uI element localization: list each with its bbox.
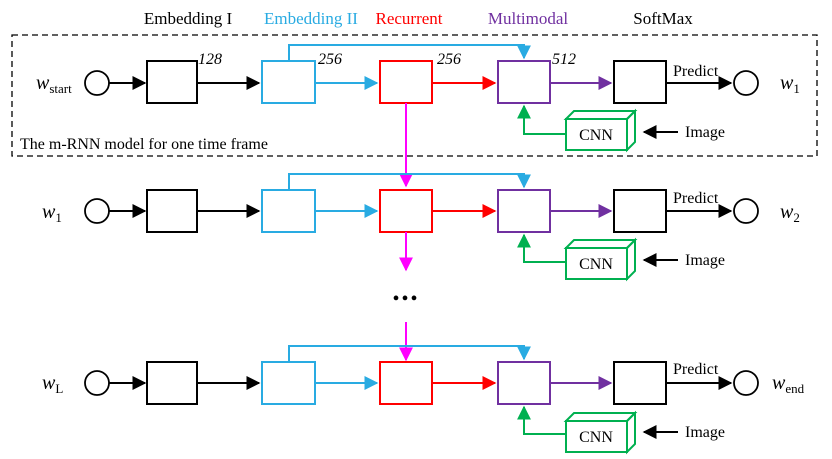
cnn-cube-side — [626, 108, 636, 153]
recurrent-box — [379, 361, 433, 405]
output-word: w2 — [780, 201, 800, 225]
embedding-1-box — [146, 189, 198, 233]
word-sub: end — [785, 381, 804, 396]
predict-label: Predict — [673, 361, 719, 378]
cnn-cube-side — [626, 237, 636, 282]
input-word: w1 — [42, 201, 62, 225]
word-base: w — [772, 372, 786, 394]
dim-label: 128 — [198, 51, 222, 68]
word-base: w — [42, 372, 56, 394]
multimodal-box — [497, 361, 551, 405]
predict-label: Predict — [673, 190, 719, 207]
input-node — [84, 70, 110, 96]
word-sub: L — [55, 381, 63, 396]
recurrent-box — [379, 189, 433, 233]
word-sub: 2 — [793, 210, 800, 225]
word-sub: start — [49, 81, 72, 96]
multimodal-box — [497, 189, 551, 233]
ellipsis: ••• — [392, 288, 419, 310]
word-base: w — [780, 72, 794, 94]
image-label: Image — [685, 124, 725, 141]
cnn-block: CNN — [563, 410, 638, 455]
legend-embedding-2: Embedding II — [264, 9, 358, 28]
legend-embedding-1: Embedding I — [144, 9, 233, 28]
word-base: w — [42, 201, 56, 223]
cnn-cube-top — [563, 110, 638, 120]
embedding-2-box — [261, 60, 316, 104]
cnn-cube-front — [565, 420, 628, 453]
output-word: w1 — [780, 72, 800, 96]
legend-softmax: SoftMax — [633, 9, 693, 28]
cnn-block: CNN — [563, 237, 638, 282]
legend-recurrent: Recurrent — [375, 9, 442, 28]
skip-connection — [288, 173, 531, 190]
dimension-labels: 128 256 256 512 — [198, 51, 576, 68]
row-2: w1 Predict w2 CNN Image — [42, 173, 800, 282]
cnn-to-multimodal-arrow — [517, 405, 566, 435]
output-node — [733, 198, 759, 224]
softmax-box — [613, 361, 667, 405]
recurrent-box — [379, 60, 433, 104]
dim-label: 256 — [437, 51, 461, 68]
word-base: w — [36, 72, 50, 94]
legend-multimodal: Multimodal — [488, 9, 569, 28]
cnn-to-multimodal-arrow — [517, 233, 566, 263]
word-sub: 1 — [793, 81, 800, 96]
image-label: Image — [685, 252, 725, 269]
skip-connection — [288, 44, 531, 61]
cnn-cube-side — [626, 410, 636, 455]
cnn-cube-top — [563, 239, 638, 249]
embedding-2-box — [261, 189, 316, 233]
input-word: wstart — [36, 72, 72, 96]
cnn-label: CNN — [579, 127, 613, 144]
image-label: Image — [685, 424, 725, 441]
word-base: w — [780, 201, 794, 223]
row-3: wL Predict wend CNN Image — [42, 345, 805, 455]
input-node — [84, 198, 110, 224]
cnn-cube-front — [565, 247, 628, 280]
row-1: wstart Predict w1 CNN Image — [36, 44, 800, 153]
embedding-1-box — [146, 60, 198, 104]
time-frame-caption: The m-RNN model for one time frame — [20, 136, 268, 153]
legend: Embedding I Embedding II Recurrent Multi… — [144, 9, 693, 28]
dim-label: 256 — [318, 51, 342, 68]
softmax-box — [613, 189, 667, 233]
cnn-label: CNN — [579, 256, 613, 273]
output-node — [733, 370, 759, 396]
output-word: wend — [772, 372, 805, 396]
output-node — [733, 70, 759, 96]
cnn-label: CNN — [579, 429, 613, 446]
cnn-cube-top — [563, 412, 638, 422]
cnn-to-multimodal-arrow — [517, 104, 566, 135]
skip-connection — [288, 345, 531, 362]
softmax-box — [613, 60, 667, 104]
cnn-block: CNN — [563, 108, 638, 153]
time-frame-box — [11, 34, 818, 157]
dim-label: 512 — [552, 51, 576, 68]
input-word: wL — [42, 372, 63, 396]
word-sub: 1 — [55, 210, 62, 225]
input-node — [84, 370, 110, 396]
embedding-1-box — [146, 361, 198, 405]
embedding-2-box — [261, 361, 316, 405]
multimodal-box — [497, 60, 551, 104]
predict-label: Predict — [673, 63, 719, 80]
